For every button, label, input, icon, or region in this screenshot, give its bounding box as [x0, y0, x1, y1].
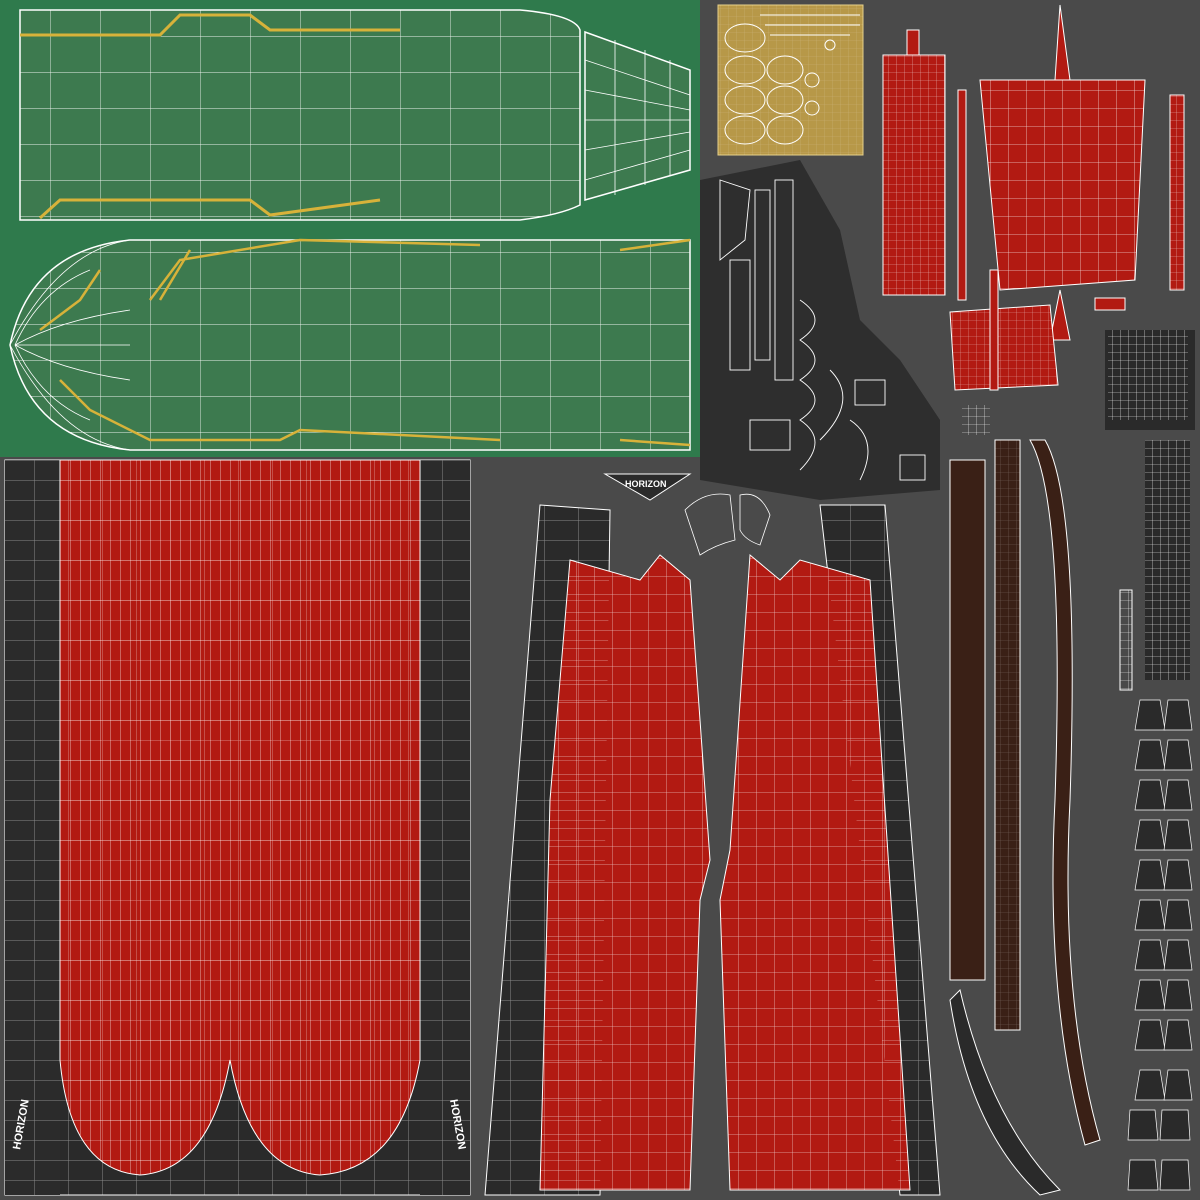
red-tail-parts: [882, 4, 1185, 391]
green-fuselage-region: [0, 0, 700, 457]
dark-parts-cluster: [700, 160, 940, 500]
fuselage-tail-cone: [584, 30, 691, 201]
gold-parts-panel: [717, 4, 864, 156]
horizon-label-top: HORIZON: [625, 479, 667, 489]
right-strip-parts: [949, 330, 1195, 1196]
wing-panel-left: HORIZON HORIZON: [4, 459, 471, 1196]
wing-panel-center: HORIZON: [484, 473, 941, 1196]
